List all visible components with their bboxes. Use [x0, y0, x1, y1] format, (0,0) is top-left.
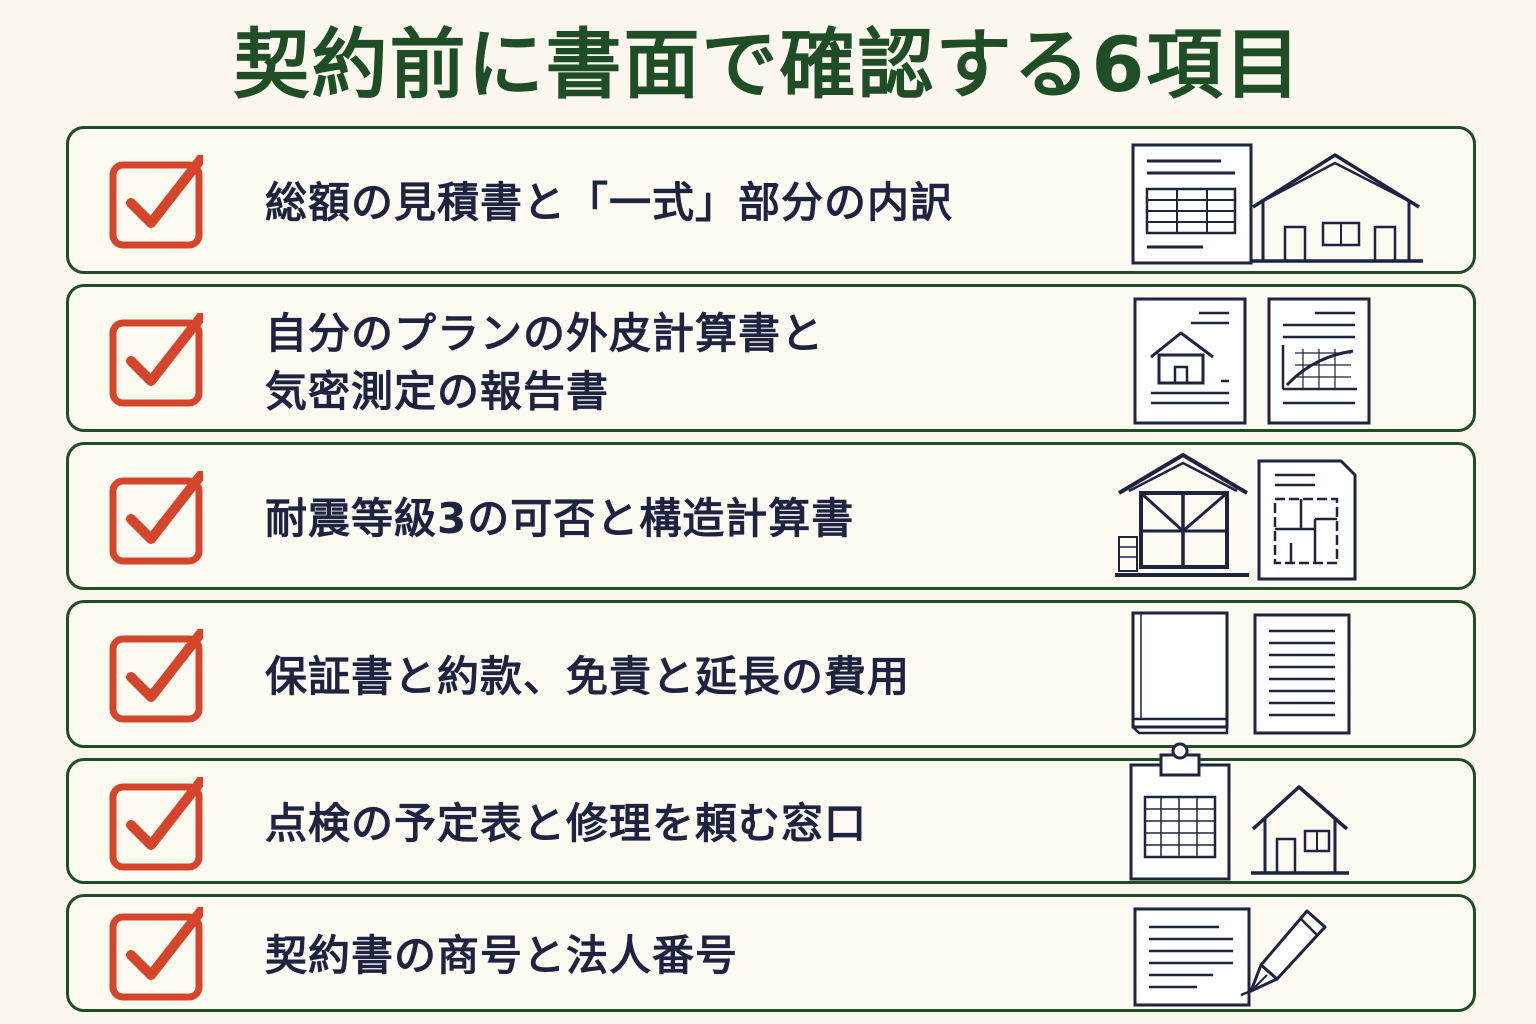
text-document-icon [1253, 613, 1351, 735]
checklist-item-label: 耐震等級3の可否と構造計算書 [265, 494, 855, 543]
fountain-pen-icon [1240, 909, 1327, 997]
checklist-item-seismic-grade: 耐震等級3の可否と構造計算書 [66, 442, 1476, 590]
checkbox-checked-icon [109, 471, 203, 565]
house-frame-icon [1115, 453, 1249, 577]
checkbox-checked-icon [109, 907, 203, 1001]
clipboard-schedule-icon [1129, 742, 1231, 881]
checklist-item-label: 点検の予定表と修理を頼む窓口 [265, 799, 868, 848]
checklist-item-inspection: 点検の予定表と修理を頼む窓口 [66, 742, 1476, 884]
checkbox-checked-icon [109, 629, 203, 723]
checklist-item-estimate: 総額の見積書と「一式」部分の内訳 [66, 126, 1476, 274]
house-icon [1251, 153, 1423, 263]
house-plan-document-icon [1133, 297, 1247, 425]
checklist-item-warranty: 保証書と約款、免責と延長の費用 [66, 600, 1476, 748]
checklist-item-label: 総額の見積書と「一式」部分の内訳 [265, 178, 954, 227]
checklist-item-label: 自分のプランの外皮計算書と 気密測定の報告書 [265, 309, 825, 416]
small-house-icon [1251, 785, 1349, 875]
checkbox-checked-icon [109, 155, 203, 249]
estimate-sheet-icon [1131, 143, 1253, 265]
contract-document-icon [1133, 907, 1251, 1007]
floor-plan-document-icon [1257, 459, 1357, 581]
checklist-item-label: 保証書と約款、免責と延長の費用 [265, 652, 911, 701]
checkbox-checked-icon [109, 777, 203, 871]
checklist-item-envelope-calculation: 自分のプランの外皮計算書と 気密測定の報告書 [66, 284, 1476, 432]
checklist-item-contract: 契約書の商号と法人番号 [66, 894, 1476, 1012]
checkbox-checked-icon [109, 313, 203, 407]
booklet-icon [1131, 611, 1229, 735]
checklist-item-label: 契約書の商号と法人番号 [265, 931, 739, 980]
page-title: 契約前に書面で確認する6項目 [233, 20, 1303, 109]
graph-document-icon [1267, 297, 1371, 425]
